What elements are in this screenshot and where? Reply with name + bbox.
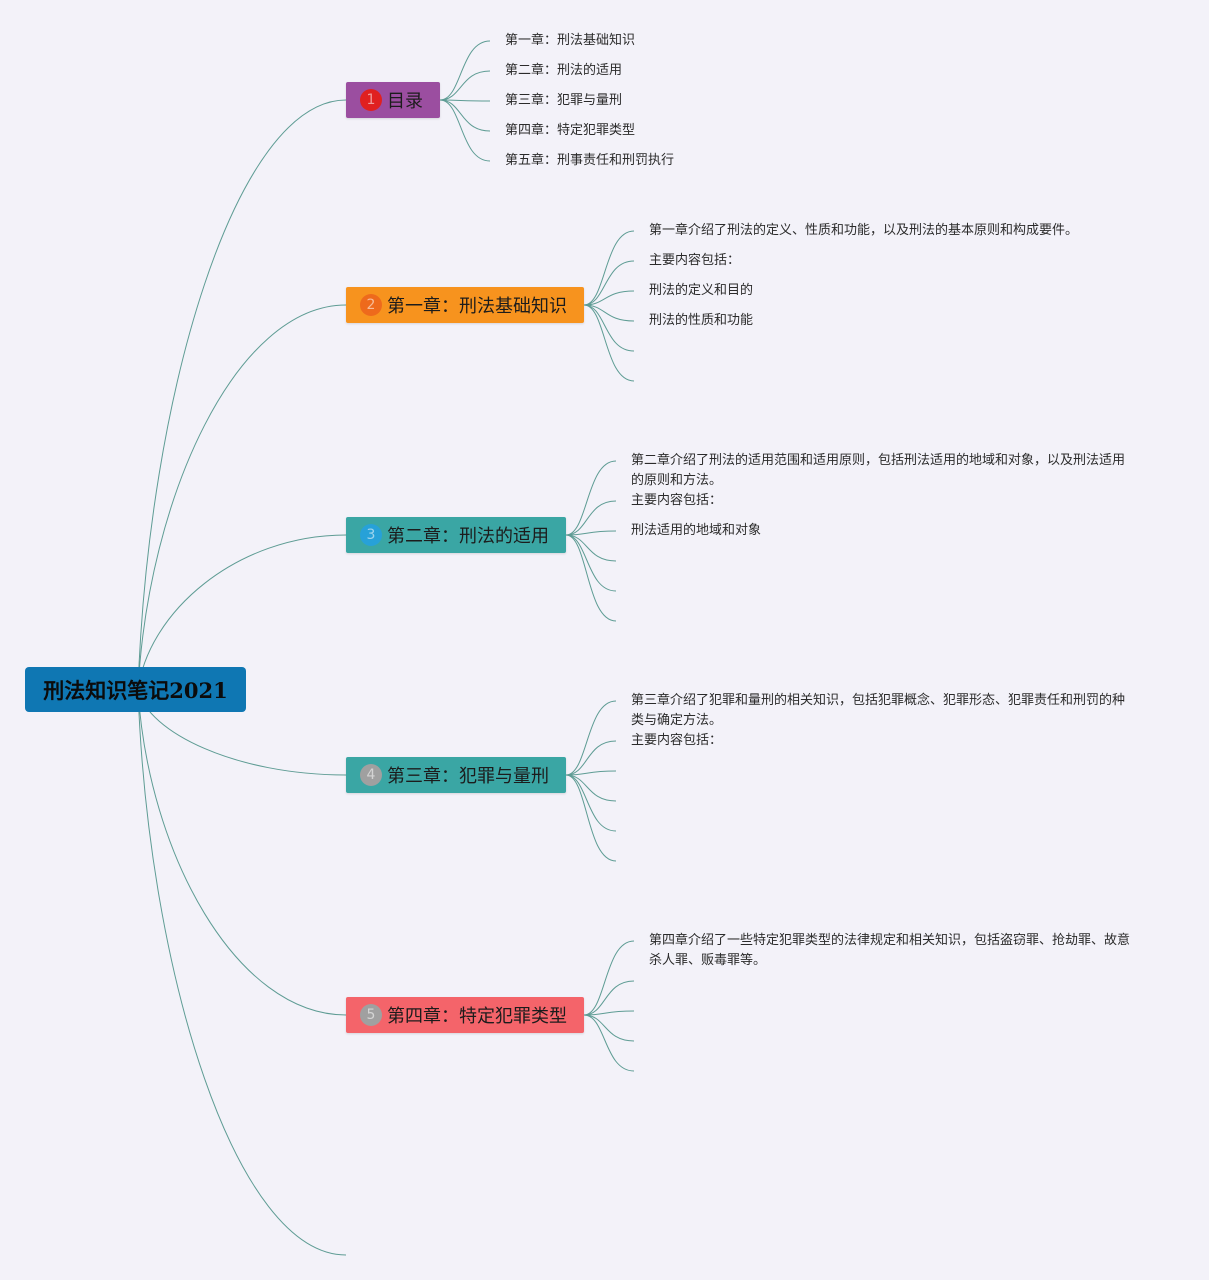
leaf-text[interactable]: 主要内容包括： [631,733,723,748]
leaf-link [583,304,635,352]
leaf-link [583,1014,635,1042]
branch-label: 第二章：刑法的适用 [387,526,549,547]
leaf-link [439,40,491,101]
leaf-text[interactable]: 第四章介绍了一些特定犯罪类型的法律规定和相关知识，包括盗窃罪、抢劫罪、故意杀人罪… [649,933,1131,968]
leaf-link [565,500,617,536]
number-badge: 3 [360,524,382,546]
leaf-text[interactable]: 主要内容包括： [631,493,723,508]
leaf-text[interactable]: 第三章介绍了犯罪和量刑的相关知识，包括犯罪概念、犯罪形态、犯罪责任和刑罚的种类与… [631,693,1126,728]
leaf-link [439,99,491,132]
root-link [137,689,347,1016]
number-badge: 1 [360,89,382,111]
leaf-text[interactable]: 第三章：犯罪与量刑 [505,93,623,108]
root-label: 刑法知识笔记2021 [43,677,228,703]
leaf-text[interactable]: 刑法适用的地域和对象 [631,523,762,538]
branch-label: 第三章：犯罪与量刑 [387,766,549,787]
leaf-text[interactable]: 第五章：刑事责任和刑罚执行 [505,153,675,168]
leaf-link [583,1010,635,1016]
root-link [137,304,347,691]
leaf-text[interactable]: 刑法的定义和目的 [649,283,754,298]
leaf-link [565,460,617,536]
leaf-link [583,304,635,322]
leaf-link [439,99,491,162]
branch-label: 第一章：刑法基础知识 [387,296,567,317]
leaf-link [583,304,635,382]
leaf-text[interactable]: 第一章：刑法基础知识 [505,33,636,48]
leaf-link [583,230,635,306]
leaf-link [565,534,617,622]
branch-label: 第四章：特定犯罪类型 [387,1006,567,1027]
leaf-link [583,980,635,1016]
leaf-text[interactable]: 主要内容包括： [649,253,741,268]
leaf-text[interactable]: 第四章：特定犯罪类型 [505,123,636,138]
leaf-link [583,1014,635,1072]
leaf-text[interactable]: 刑法的性质和功能 [649,313,754,328]
leaf-text[interactable]: 第二章：刑法的适用 [505,63,623,78]
leaf-link [565,700,617,776]
leaf-link [583,260,635,306]
root-node[interactable]: 刑法知识笔记2021 [25,667,246,712]
leaf-link [565,530,617,536]
number-badge: 2 [360,294,382,316]
leaf-link [583,940,635,1016]
leaf-text[interactable]: 第一章介绍了刑法的定义、性质和功能，以及刑法的基本原则和构成要件。 [649,223,1079,238]
root-link [137,99,347,691]
leaf-link [439,99,491,102]
root-link [137,534,347,691]
number-badge: 4 [360,764,382,786]
leaf-text[interactable]: 第二章介绍了刑法的适用范围和适用原则，包括刑法适用的地域和对象，以及刑法适用的原… [631,453,1126,488]
leaf-link [583,290,635,306]
number-badge: 5 [360,1004,382,1026]
leaf-link [565,774,617,832]
leaf-link [565,774,617,802]
root-link [137,689,347,1256]
leaf-link [565,534,617,592]
leaf-link [565,534,617,562]
branch-label: 目录 [387,91,423,112]
leaf-link [565,740,617,776]
leaf-link [439,70,491,101]
leaf-link [565,770,617,776]
leaf-link [565,774,617,862]
